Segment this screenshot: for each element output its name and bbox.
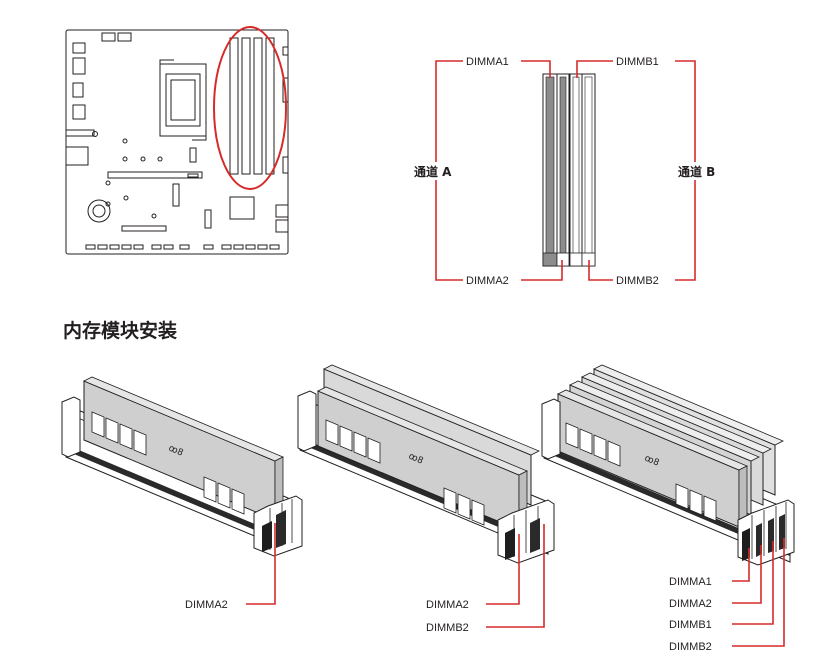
label-dimma2-top: DIMMA2	[466, 275, 509, 287]
label-dimmb2-ill2: DIMMB2	[426, 622, 469, 634]
label-dimma2-ill3: DIMMA2	[669, 598, 712, 610]
label-channel-b: 通道 B	[678, 164, 715, 179]
label-dimmb1-top: DIMMB1	[616, 56, 659, 68]
label-dimma2-ill1: DIMMA2	[185, 599, 228, 611]
motherboard-diagram	[65, 26, 289, 255]
label-dimmb1-ill3: DIMMB1	[669, 619, 712, 631]
label-dimma1-top: DIMMA1	[466, 56, 509, 68]
label-dimmb2-ill3: DIMMB2	[669, 641, 712, 653]
label-dimma1-ill3: DIMMA1	[669, 576, 712, 588]
dimm-highlight-ellipse	[213, 26, 287, 190]
install-one-module: ꝏ8	[61, 376, 303, 605]
section-title: 内存模块安装	[63, 319, 177, 342]
label-dimmb2-top: DIMMB2	[616, 275, 659, 287]
dimm-slot-layout	[435, 60, 696, 281]
install-two-modules: ꝏ8 ꝏ8	[297, 364, 555, 628]
label-dimma2-ill2: DIMMA2	[426, 599, 469, 611]
install-four-modules: ꝏ8	[541, 364, 795, 647]
label-channel-a: 通道 A	[414, 164, 452, 179]
